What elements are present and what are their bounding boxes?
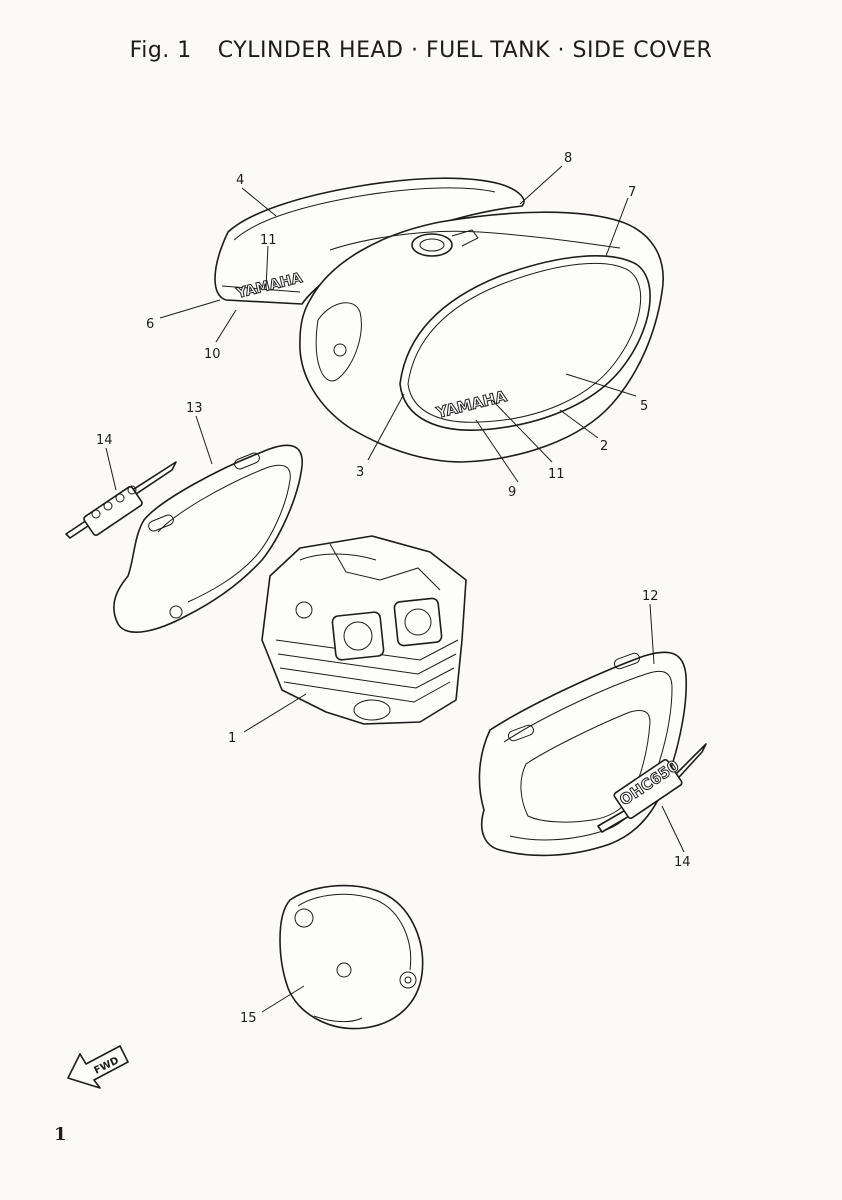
page-title: Fig. 1 CYLINDER HEAD · FUEL TANK · SIDE C…: [0, 38, 842, 63]
leader-lines: [105, 165, 685, 1013]
callout-8: 8: [564, 151, 572, 166]
page-number: 1: [54, 1124, 67, 1145]
callout-14-right: 14: [674, 855, 691, 870]
part-left-side-cover: [113, 444, 303, 633]
callout-labels: 4 8 7 11 6 10 5 2 3 11 9 13 14 12 1 14 1…: [96, 151, 691, 1026]
callout-12: 12: [642, 589, 659, 604]
part-cover-housing: [279, 884, 424, 1030]
callout-13: 13: [186, 401, 203, 416]
part-right-side-cover: [478, 651, 688, 857]
callout-4: 4: [236, 173, 244, 188]
figure-title: CYLINDER HEAD · FUEL TANK · SIDE COVER: [217, 38, 713, 63]
callout-15: 15: [240, 1011, 257, 1026]
part-fuel-tank: YAMAHA: [299, 211, 664, 463]
part-left-side-emblem: [65, 461, 177, 539]
callout-3: 3: [356, 465, 364, 480]
callout-5: 5: [640, 399, 648, 414]
figure-number: Fig. 1: [129, 38, 192, 63]
part-cylinder-head: [261, 535, 467, 725]
part-knee-pad: YAMAHA: [214, 177, 525, 305]
callout-6: 6: [146, 317, 154, 332]
callout-9: 9: [508, 485, 516, 500]
callout-10: 10: [204, 347, 221, 362]
callout-2: 2: [600, 439, 608, 454]
forward-direction-arrow: FWD: [67, 1045, 129, 1089]
callout-1: 1: [228, 731, 236, 746]
callout-7: 7: [628, 185, 636, 200]
callout-11-knee: 11: [260, 233, 277, 248]
callout-14-left: 14: [96, 433, 113, 448]
callout-11-tank: 11: [548, 467, 565, 482]
